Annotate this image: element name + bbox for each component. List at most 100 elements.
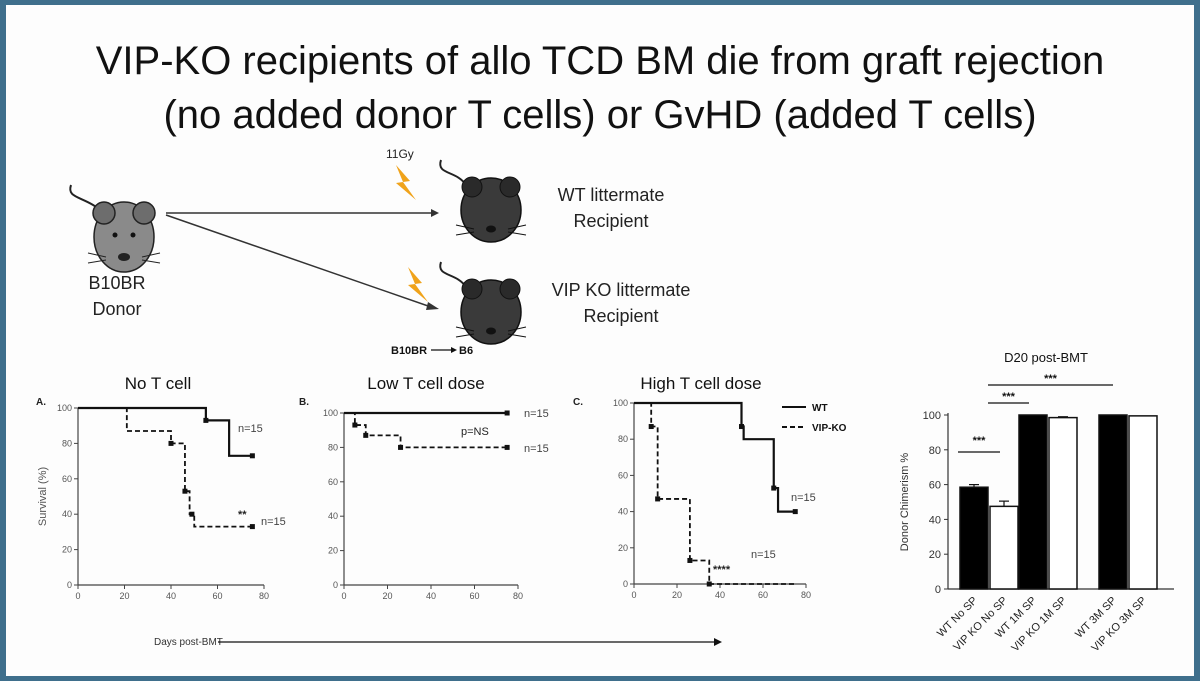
significance-label: p=NS [461,426,489,438]
y-tick-label: 0 [623,579,628,589]
time-arrow-head [714,638,722,646]
y-tick-label: 20 [618,543,628,553]
panel-letter: B. [299,397,309,408]
significance-label: ** [238,509,247,521]
n-annotation: n=15 [524,443,549,455]
x-tick-label: 40 [426,591,436,601]
censor-mark [687,557,693,563]
x-tick-label: 40 [715,590,725,600]
arrow-head-ko [426,302,439,310]
x-tick-label: 0 [631,590,636,600]
x-axis-caption: Days post-BMT [154,637,223,648]
x-tick-label: 0 [341,591,346,601]
censor-mark [739,424,744,430]
survival-line-1 [78,406,253,457]
censor-mark [203,417,209,423]
y-tick-label: 100 [923,410,941,422]
y-tick-label: 100 [613,398,628,408]
lightning-icon-ko [408,267,428,302]
y-tick-label: 60 [929,480,941,492]
bar-4 [1048,416,1078,590]
significance-label: *** [1002,391,1016,403]
y-tick-label: 40 [328,511,338,521]
y-tick-label: 80 [62,438,72,448]
bar-2 [989,505,1019,590]
legend-label: VIP-KO [812,423,847,434]
censor-mark [706,581,712,587]
lightning-icon-wt [396,165,416,200]
x-tick-label: 80 [801,590,811,600]
censor-mark [249,453,255,459]
censor-mark [249,524,255,530]
censor-mark [655,496,661,502]
significance-label: *** [973,435,987,447]
censor-mark [363,432,369,438]
y-tick-label: 0 [333,580,338,590]
wt-recipient-mouse-icon [439,159,527,243]
arrow-to-ko [165,214,432,308]
y-tick-label: 40 [62,509,72,519]
n-annotation: n=15 [261,516,286,528]
y-tick-label: 80 [618,434,628,444]
n-annotation: n=15 [751,549,776,561]
bar-3 [1018,414,1048,590]
y-tick-label: 40 [929,514,941,526]
y-tick-label: 60 [62,474,72,484]
y-tick-label: 0 [935,584,941,596]
x-tick-label: 80 [259,591,269,601]
y-axis-label: Donor Chimerism % [899,453,911,552]
x-tick-label: 60 [212,591,222,601]
slide-title-line2: (no added donor T cells) or GvHD (added … [163,93,1037,137]
x-tick-label: 20 [672,590,682,600]
censor-mark [398,444,404,450]
y-axis-label: Survival (%) [37,467,49,526]
n-annotation: n=15 [791,492,816,504]
y-tick-label: 60 [618,470,628,480]
dose-label: 11Gy [386,147,414,161]
x-tick-label: 60 [469,591,479,601]
strain-to-label: B6 [459,345,473,355]
censor-mark [771,485,777,491]
survival-line-1 [634,401,796,513]
arrow-head-wt [431,209,439,217]
wt-recipient-label-line2: Recipient [573,211,649,231]
y-tick-label: 40 [618,507,628,517]
censor-mark [504,410,510,416]
censor-mark [182,488,188,494]
y-tick-label: 20 [62,545,72,555]
censor-mark [189,511,195,517]
n-annotation: n=15 [524,408,549,420]
panel-title: High T cell dose [640,374,761,393]
panel-letter: A. [36,397,46,408]
x-tick-label: 0 [75,591,80,601]
y-tick-label: 60 [328,477,338,487]
censor-mark [792,509,798,515]
bar-6 [1128,415,1158,590]
significance-label: **** [713,564,731,576]
censor-mark [504,444,510,450]
donor-label-line1: B10BR [88,273,146,293]
y-tick-label: 80 [328,442,338,452]
bar-5 [1098,414,1128,590]
y-tick-label: 20 [328,546,338,556]
slide-title-line1: VIP-KO recipients of allo TCD BM die fro… [95,39,1105,83]
ko-recipient-label-line1: VIP KO littermate [551,280,691,300]
y-tick-label: 20 [929,549,941,561]
y-tick-label: 80 [929,445,941,457]
x-tick-label: 20 [119,591,129,601]
survival-line-2 [634,402,796,585]
y-tick-label: 100 [323,408,338,418]
x-tick-label: 60 [758,590,768,600]
y-tick-label: 0 [67,580,72,590]
transplant-schematic: 11Gy B10BR B6 [69,147,527,355]
significance-label: *** [1044,373,1058,385]
bar-chart-title: D20 post-BMT [1004,350,1088,365]
y-tick-label: 100 [57,403,72,413]
strain-from-label: B10BR [391,345,427,355]
legend-label: WT [812,403,828,414]
survival-line-2 [78,407,253,528]
